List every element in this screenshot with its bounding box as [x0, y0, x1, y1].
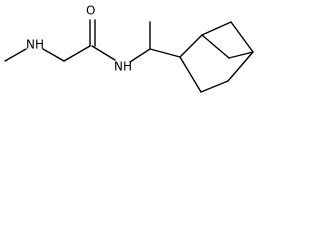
bond-nh-chiral-c — [129, 48, 151, 63]
atom-label-nh-left: NH — [26, 38, 44, 52]
bond-chiral-c-ring — [149, 48, 181, 58]
ring-bond-3 — [230, 21, 254, 53]
bond-carbonyl-nh — [91, 45, 116, 61]
ring-bridge-1 — [201, 34, 230, 59]
ring-bond-1 — [179, 34, 203, 58]
bond-n-ch2 — [42, 48, 65, 62]
ring-bond-4 — [227, 51, 254, 82]
chemical-structure: NH O NH — [0, 0, 268, 100]
atom-label-oxygen: O — [86, 4, 95, 18]
ring-bridge-2 — [228, 51, 254, 59]
bond-methyl-n — [4, 48, 27, 62]
bond-ch2-carbonyl — [63, 45, 91, 62]
atom-label-nh-right: NH — [114, 60, 132, 74]
ring-bond-5 — [200, 80, 229, 93]
structure-drawing: NH O NH — [4, 4, 254, 93]
ring-bond-2 — [201, 21, 232, 36]
ring-bond-6 — [179, 56, 202, 93]
